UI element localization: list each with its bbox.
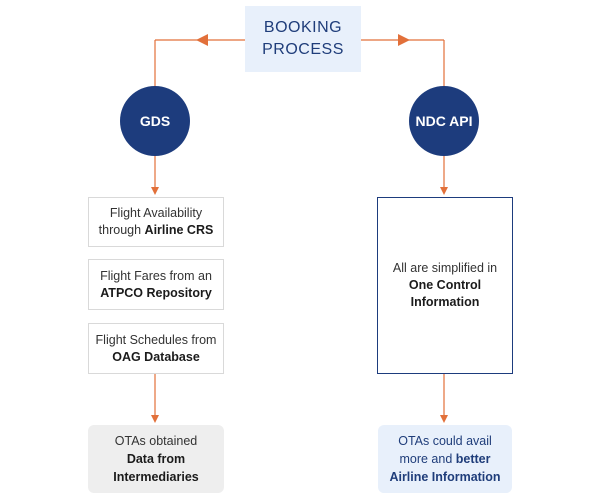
ndc-summary-box: All are simplified in One Control Inform… — [377, 197, 513, 374]
arrow-right-icon — [398, 34, 410, 46]
arrow-down-icon — [440, 415, 448, 423]
ndc-result-box: OTAs could avail more and better Airline… — [378, 425, 512, 493]
step-2-text: Flight Fares from an — [100, 268, 212, 283]
arrow-down-icon — [151, 415, 159, 423]
summary-bold: One Control Information — [408, 278, 482, 309]
arrow-down-icon — [151, 187, 159, 195]
left-result-text: OTAs obtained — [114, 434, 198, 448]
step-flight-schedules: Flight Schedules from OAG Database — [88, 323, 224, 374]
gds-result-box: OTAs obtained Data from Intermediaries — [88, 425, 224, 493]
step-flight-fares: Flight Fares from an ATPCO Repository — [88, 259, 224, 310]
root-line-1: BOOKING — [263, 19, 343, 36]
step-text: Flight Availability through Airline CRS — [89, 205, 223, 239]
step-1-text: Flight Availability through — [98, 206, 203, 237]
arrow-down-icon — [440, 187, 448, 195]
gds-label: GDS — [139, 113, 171, 129]
step-flight-availability: Flight Availability through Airline CRS — [88, 197, 224, 247]
summary-text: All are simplified in One Control Inform… — [390, 260, 500, 311]
gds-node: GDS — [120, 86, 190, 156]
ndc-api-node: NDC API — [409, 86, 479, 156]
summary-plain: All are simplified in — [392, 261, 498, 275]
step-text: Flight Fares from an ATPCO Repository — [89, 268, 223, 302]
arrow-left-icon — [196, 34, 208, 46]
right-result: OTAs could avail more and better Airline… — [384, 432, 506, 486]
right-result-text: OTAs could avail more and — [398, 434, 492, 466]
right-result-bold: better Airline Information — [389, 452, 501, 484]
step-3-text: Flight Schedules from — [95, 332, 217, 347]
left-result-bold: Data from Intermediaries — [113, 452, 199, 484]
step-2-bold: ATPCO Repository — [100, 285, 212, 300]
step-1-bold: Airline CRS — [144, 223, 214, 237]
booking-process-node: BOOKING PROCESS — [245, 6, 361, 72]
step-3-bold: OAG Database — [112, 349, 200, 364]
root-line-2: PROCESS — [262, 41, 344, 58]
step-text: Flight Schedules from OAG Database — [89, 332, 223, 366]
ndc-label: NDC API — [415, 113, 473, 129]
